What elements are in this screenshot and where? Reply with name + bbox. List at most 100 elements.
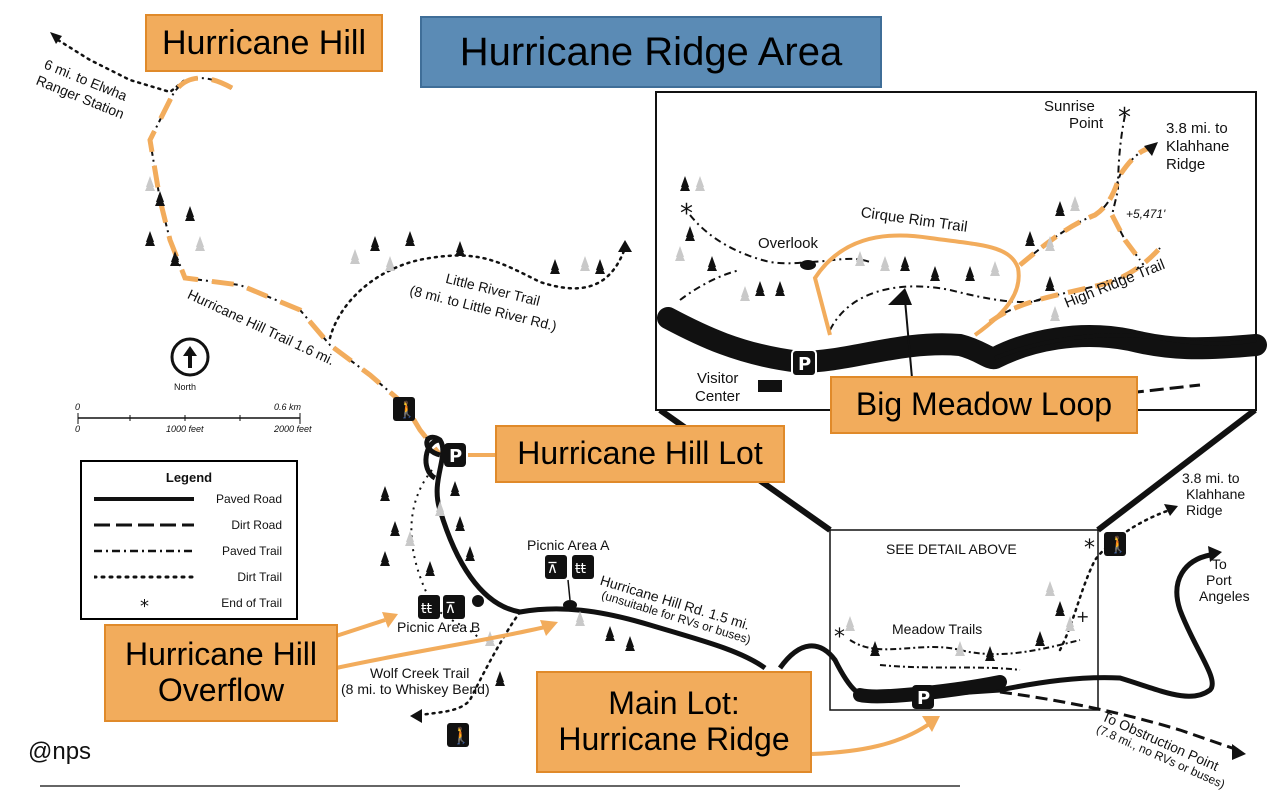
label-wolf-1: Wolf Creek Trail xyxy=(370,665,470,681)
label-port-3: Angeles xyxy=(1199,588,1250,604)
hurricane-hill-road xyxy=(424,434,767,671)
callout-big-meadow-loop: Big Meadow Loop xyxy=(830,376,1138,434)
picnic-b-trail xyxy=(410,469,481,641)
scale-zero-top: 0 xyxy=(75,402,81,412)
label-elevation: +5,471' xyxy=(1126,207,1166,221)
legend-label: Dirt Trail xyxy=(237,570,282,584)
label-klahhane-3: Ridge xyxy=(1186,502,1223,518)
hiker-icon-wolf: 🚶 xyxy=(447,723,471,747)
little-river-arrow xyxy=(618,240,632,252)
label-visitor-1: Visitor xyxy=(697,370,739,387)
scale-bar xyxy=(77,413,301,424)
callout-main-lot: Main Lot: Hurricane Ridge xyxy=(536,671,812,773)
hiker-icon-hh: 🚶 xyxy=(393,397,417,421)
main-lot-line-1: Main Lot: xyxy=(608,685,740,722)
legend-item-dirt-road: Dirt Road xyxy=(90,514,290,536)
callout-hurricane-hill-lot: Hurricane Hill Lot xyxy=(495,425,785,483)
inset-overlook-trail xyxy=(679,214,871,301)
svg-text:🚶: 🚶 xyxy=(1108,535,1128,554)
obstruction-road xyxy=(999,690,1239,752)
inset-meadow-trail xyxy=(829,285,1041,331)
inset-end-star-sunrise: * xyxy=(1118,103,1131,133)
inset-dirt-road xyxy=(1109,383,1201,397)
port-angeles-arrow xyxy=(1208,546,1222,562)
legend-item-paved-trail: Paved Trail xyxy=(90,540,290,562)
parking-icon-main: P xyxy=(912,685,934,709)
parking-icon-hh: P xyxy=(444,443,466,467)
label-port-2: Port xyxy=(1206,572,1232,588)
detail-locator-box xyxy=(829,529,1099,711)
main-road xyxy=(777,552,1215,701)
label-wolf-2: (8 mi. to Whiskey Bend) xyxy=(341,681,490,697)
scale-feet-2000: 2000 feet xyxy=(274,424,312,434)
label-meadow-trails: Meadow Trails xyxy=(892,621,983,637)
picnic-icon-a: ⊼ xyxy=(545,555,567,579)
scale-feet-1000: 1000 feet xyxy=(166,424,204,434)
legend-item-paved-road: Paved Road xyxy=(90,488,290,510)
legend-label: Dirt Road xyxy=(231,518,282,532)
high-ridge-trail-highlight xyxy=(988,145,1162,325)
legend-item-dirt-trail: Dirt Trail xyxy=(90,566,290,588)
svg-text:⊼: ⊼ xyxy=(445,599,456,617)
obstruction-arrow xyxy=(1232,744,1246,760)
visitor-center-marker xyxy=(758,380,782,392)
inset-klahhane-arrow xyxy=(1144,142,1158,156)
picnic-icon-b: ⊼ xyxy=(443,595,465,619)
inset-end-star-left: * xyxy=(680,199,693,229)
legend-label: Paved Trail xyxy=(221,544,282,558)
little-river-trail xyxy=(328,246,627,340)
svg-text:P: P xyxy=(798,354,811,375)
overflow-line-2: Overflow xyxy=(157,672,285,708)
svg-text:P: P xyxy=(917,688,930,709)
plus-marker: + xyxy=(1076,607,1089,626)
restroom-icon-a: ŧŧ xyxy=(572,555,594,579)
label-picnic-a: Picnic Area A xyxy=(527,537,610,553)
scale-zero-bottom: 0 xyxy=(75,424,81,434)
end-star-meadow: * xyxy=(834,625,845,650)
cirque-rim-trail xyxy=(812,233,1021,337)
overlook-dot xyxy=(800,260,816,270)
north-label: North xyxy=(174,382,197,392)
callout-hurricane-hill-overflow: Hurricane Hill Overflow xyxy=(104,624,338,722)
overflow-line-1: Hurricane Hill xyxy=(124,636,318,673)
svg-text:🚶: 🚶 xyxy=(397,400,417,419)
label-detail-klahhane-3: Ridge xyxy=(1166,156,1206,173)
meadow-trails-lower xyxy=(849,639,1081,671)
klahhane-arrow-lower xyxy=(1164,504,1178,516)
restroom-icon-b: ŧŧ xyxy=(418,595,440,619)
scale-km: 0.6 km xyxy=(274,402,302,412)
label-picnic-b: Picnic Area B xyxy=(397,619,481,635)
label-sunrise-2: Point xyxy=(1069,115,1104,132)
elwha-arrow xyxy=(50,32,62,44)
label-visitor-2: Center xyxy=(695,388,741,405)
callout-arrows xyxy=(335,453,934,756)
hiker-icon-klahhane: 🚶 xyxy=(1104,532,1128,556)
label-see-detail: SEE DETAIL ABOVE xyxy=(886,541,1017,557)
inset-road-right xyxy=(994,333,1257,360)
legend-label: End of Trail xyxy=(221,596,282,610)
main-lot-line-2: Hurricane Ridge xyxy=(558,721,790,757)
svg-text:*: * xyxy=(140,596,149,614)
svg-text:P: P xyxy=(449,446,462,467)
label-sunrise-1: Sunrise xyxy=(1044,98,1095,115)
hurricane-hill-road-loop xyxy=(423,437,441,481)
label-port-1: To xyxy=(1212,556,1227,572)
svg-text:⊼: ⊼ xyxy=(547,559,558,577)
legend-title: Legend xyxy=(165,470,213,485)
hurricane-hill-trail-highlight xyxy=(147,75,442,457)
label-detail-klahhane-1: 3.8 mi. to xyxy=(1166,120,1228,137)
label-detail-klahhane-2: Klahhane xyxy=(1166,138,1230,155)
inset-main-road xyxy=(657,307,1267,374)
credit-text: @nps xyxy=(28,738,92,765)
label-klahhane-2: Klahhane xyxy=(1186,486,1246,502)
callout-hurricane-hill: Hurricane Hill xyxy=(145,14,383,72)
wolf-creek-arrow xyxy=(410,709,422,723)
high-ridge-trail xyxy=(989,114,1161,323)
north-arrow-icon xyxy=(170,337,210,377)
legend-item-end-of-trail: * End of Trail xyxy=(90,592,290,614)
label-klahhane-1: 3.8 mi. to xyxy=(1182,470,1240,486)
klahhane-trail-lower xyxy=(1058,508,1172,652)
map-title: Hurricane Ridge Area xyxy=(420,16,882,88)
legend-label: Paved Road xyxy=(215,492,282,506)
